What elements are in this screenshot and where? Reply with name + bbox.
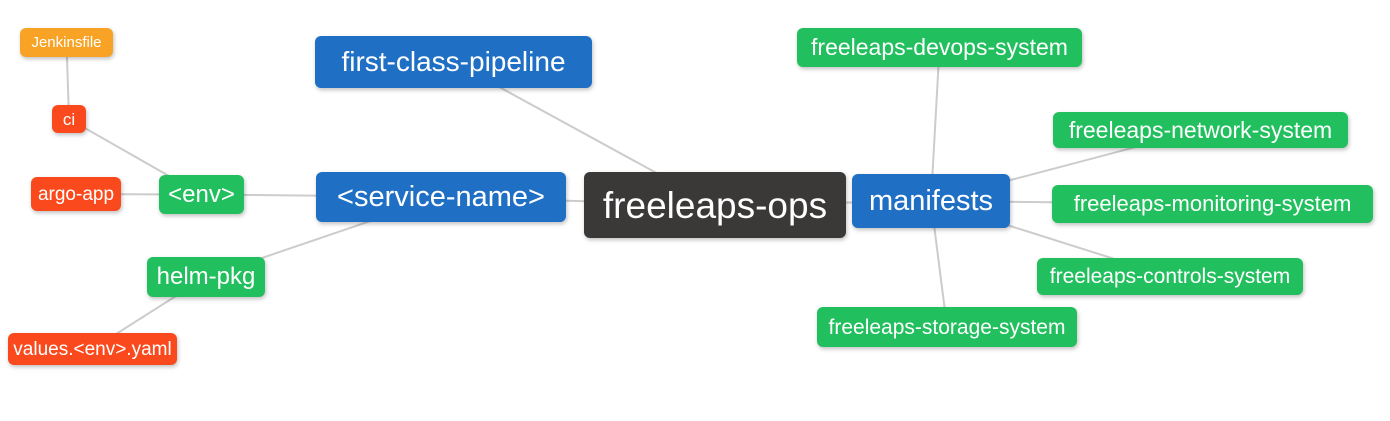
node-label: freeleaps-network-system — [1068, 116, 1333, 143]
node-ci[interactable]: ci — [52, 105, 86, 133]
node-label: <service-name> — [337, 180, 545, 213]
node-service-name[interactable]: <service-name> — [316, 172, 566, 222]
node-label: helm-pkg — [156, 263, 256, 290]
node-label: values.<env>.yaml — [13, 338, 172, 360]
node-label: argo-app — [37, 183, 115, 205]
node-label: <env> — [168, 180, 235, 208]
node-freeleaps-monitoring-system[interactable]: freeleaps-monitoring-system — [1052, 185, 1373, 223]
node-label: first-class-pipeline — [341, 46, 566, 77]
node-helm-pkg[interactable]: helm-pkg — [147, 257, 265, 297]
node-jenkinsfile[interactable]: Jenkinsfile — [20, 28, 113, 57]
node-label: freeleaps-storage-system — [828, 315, 1066, 339]
node-label: freeleaps-controls-system — [1049, 265, 1291, 288]
node-freeleaps-ops[interactable]: freeleaps-ops — [584, 172, 846, 238]
node-label: Jenkinsfile — [31, 34, 102, 51]
node-freeleaps-storage-system[interactable]: freeleaps-storage-system — [817, 307, 1077, 347]
node-label: manifests — [868, 184, 994, 217]
node-first-class-pipeline[interactable]: first-class-pipeline — [315, 36, 592, 88]
node-label: freeleaps-ops — [602, 184, 828, 226]
node-freeleaps-devops-system[interactable]: freeleaps-devops-system — [797, 28, 1082, 67]
node-values-env-yaml[interactable]: values.<env>.yaml — [8, 333, 177, 365]
node-freeleaps-controls-system[interactable]: freeleaps-controls-system — [1037, 258, 1303, 295]
node-freeleaps-network-system[interactable]: freeleaps-network-system — [1053, 112, 1348, 148]
node-manifests[interactable]: manifests — [852, 174, 1010, 228]
node-env[interactable]: <env> — [159, 175, 244, 214]
node-label: ci — [62, 109, 76, 129]
node-argo-app[interactable]: argo-app — [31, 177, 121, 211]
node-label: freeleaps-monitoring-system — [1073, 191, 1352, 216]
node-label: freeleaps-devops-system — [811, 34, 1068, 60]
